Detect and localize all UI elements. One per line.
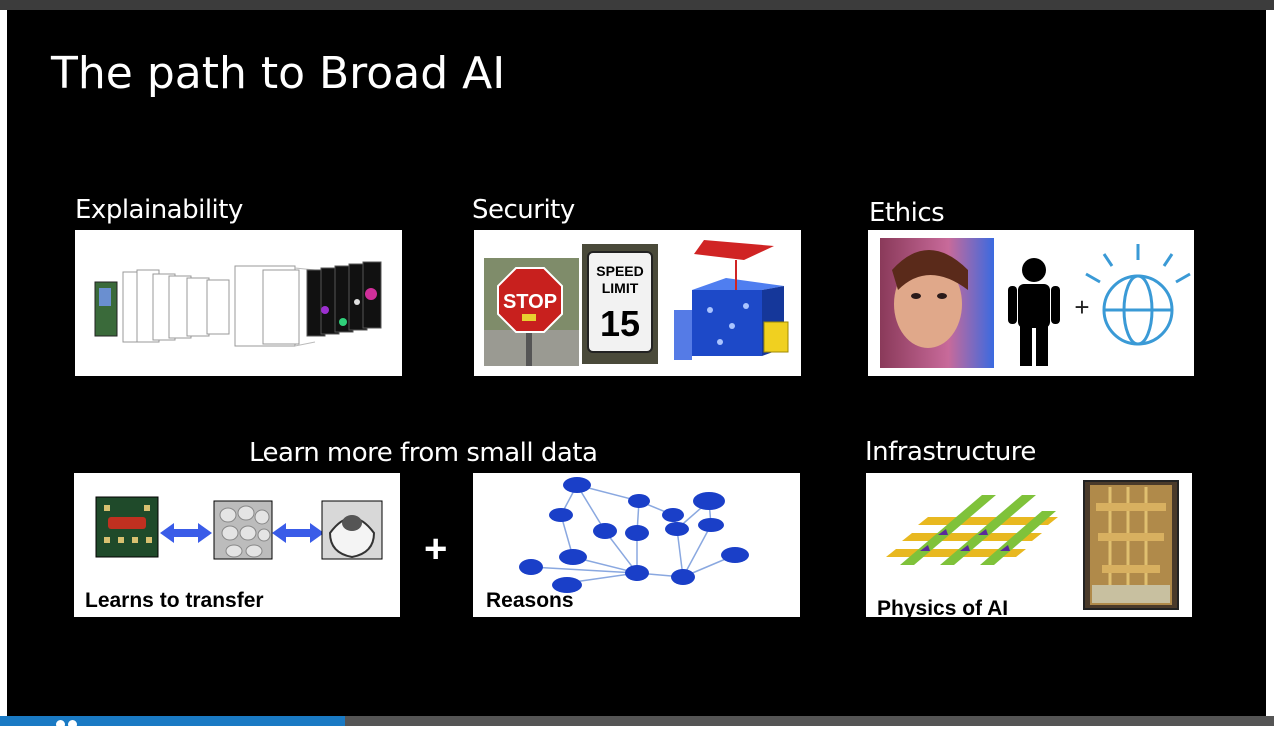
dot-icon [68,720,77,729]
ethics-plus: + [1074,292,1089,322]
infrastructure-image: Physics of AI [866,473,1192,617]
dot-icon [56,720,65,729]
security-image: STOP SPEED LIMIT 15 [474,230,801,376]
explainability-image [75,230,402,376]
arrow-icon [272,523,324,543]
speed-sign-speed: SPEED [596,263,643,279]
label-ethics: Ethics [869,198,945,228]
label-security: Security [472,195,575,225]
cnn-layers-illustration [94,261,382,347]
progress-bar[interactable] [0,716,345,726]
transfer-learning-illustration [95,496,383,560]
slide: The path to Broad AI Explainability Secu… [7,10,1266,716]
watson-logo-icon [1085,244,1191,346]
adversarial-signs-illustration: STOP SPEED LIMIT 15 [484,240,789,366]
person-icon [1008,258,1060,366]
reasons-image: Reasons [473,473,800,617]
transfer-image: Learns to transfer [74,473,400,617]
slide-title: The path to Broad AI [51,48,506,99]
label-infrastructure: Infrastructure [865,437,1036,467]
window-top-bar [0,0,1274,10]
arrow-icon [160,523,212,543]
playback-bar [0,716,1274,729]
infrastructure-illustration [886,480,1179,610]
ethics-image: + [868,230,1194,376]
caption-physics-of-ai: Physics of AI [877,597,1009,617]
label-explainability: Explainability [75,195,243,225]
label-small-data: Learn more from small data [249,438,598,468]
knowledge-graph-illustration [519,477,749,593]
plus-sign: + [424,527,448,571]
speed-sign-value: 15 [600,303,640,344]
slide-dots [56,716,80,734]
caption-learns-to-transfer: Learns to transfer [85,589,264,612]
caption-reasons: Reasons [486,589,574,612]
stop-sign-text: STOP [503,291,557,313]
ethics-illustration: + [880,238,1191,368]
speed-sign-limit: LIMIT [602,280,639,296]
